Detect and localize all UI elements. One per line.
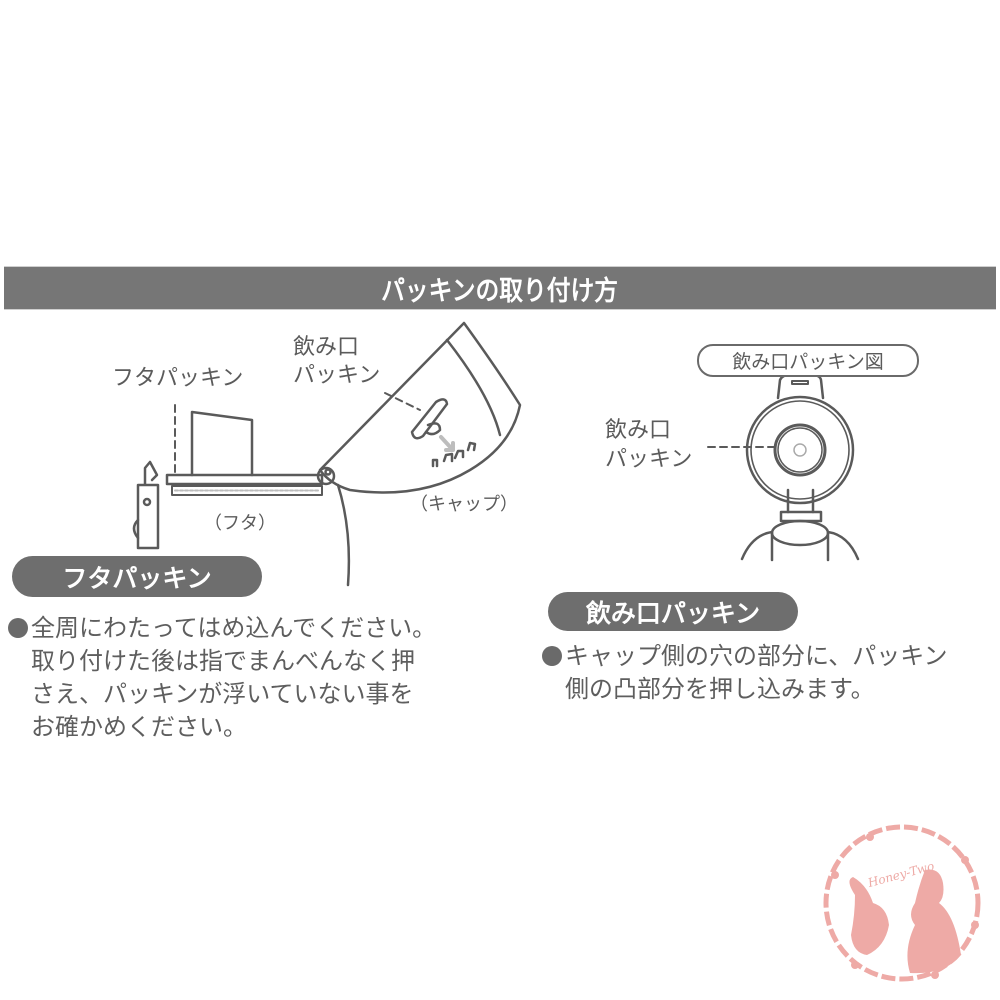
mouth-gasket-label-line1: 飲み口: [293, 335, 360, 360]
mouth-gasket-label-right-line2: パッキン: [605, 447, 693, 472]
mouth-gasket-label-line2: パッキン: [293, 363, 381, 388]
instruction-line: 全周にわたってはめ込んでください。: [8, 612, 436, 645]
mouth-gasket-label-right-line1: 飲み口: [605, 418, 672, 443]
section-title: パッキンの取り付け方: [381, 275, 619, 307]
instruction-line: 取り付けた後は指でまんべんなく押: [31, 647, 415, 675]
instruction-line: 側の凸部分を押し込みます。: [565, 675, 875, 703]
mouth-gasket-badge-label: 飲み口パッキン: [585, 598, 761, 628]
instruction-line: お確かめください。: [31, 713, 247, 741]
mouth-gasket-illustration: [707, 373, 860, 562]
instruction-line: キャップ側の穴の部分に、パッキン: [542, 640, 948, 673]
cap-caption: （キャップ）: [410, 494, 518, 515]
lid-caption: （フタ）: [204, 513, 276, 534]
bullet-icon: [542, 646, 562, 666]
lid-gasket-label: フタパッキン: [112, 366, 244, 391]
section-header-bar: パッキンの取り付け方: [4, 266, 996, 310]
mouth-gasket-badge: 飲み口パッキン: [548, 592, 798, 631]
figure-title: 飲み口パッキン図: [732, 351, 884, 373]
lid-gasket-badge-label: フタパッキン: [62, 563, 212, 593]
bullet-icon: [8, 618, 28, 638]
instruction-line: さえ、パッキンが浮いていない事を: [31, 680, 414, 708]
figure-title-badge: 飲み口パッキン図: [697, 344, 919, 377]
watermark-logo: Honey-Two: [823, 824, 981, 982]
lid-gasket-instructions: 全周にわたってはめ込んでください。 取り付けた後は指でまんべんなく押 さえ、パッ…: [8, 612, 436, 744]
mouth-gasket-instructions: キャップ側の穴の部分に、パッキン 側の凸部分を押し込みます。: [542, 640, 948, 706]
lid-gasket-badge: フタパッキン: [12, 556, 262, 597]
